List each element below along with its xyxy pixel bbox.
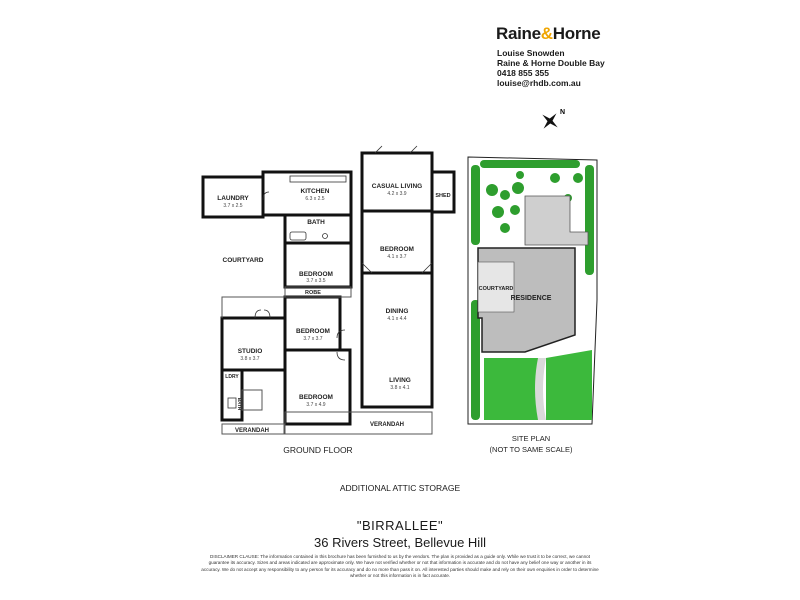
room-name-studio: STUDIO [238,348,263,355]
room-dims-laundry: 3.7 x 2.5 [223,203,242,209]
site-plan-caption: SITE PLAN [512,434,550,443]
shed-walls [430,170,456,214]
site-plan: RESIDENCE COURTYARD SITE PLAN (NOT TO SA… [467,156,598,454]
brand-part2: Horne [552,24,601,43]
room-dims-bedroom4: 3.7 x 4.9 [306,402,325,408]
bedroom4-walls [283,348,352,426]
room-dims-bedroom2: 3.7 x 3.5 [306,278,325,284]
property-name: "BIRRALLEE" [356,518,444,533]
site-courtyard-label: COURTYARD [479,286,514,292]
room-dims-dining: 4.1 x 4.4 [387,316,406,322]
room-name-kitchen: KITCHEN [301,188,330,195]
agent-name: Louise Snowden [497,48,565,58]
room-dims-studio: 3.8 x 3.7 [240,356,259,362]
brand-part1: Raine [496,24,541,43]
agent-contact: Louise Snowden Raine & Horne Double Bay … [497,48,605,88]
walls [201,151,456,426]
room-dims-bedroom3: 3.7 x 3.7 [303,336,322,342]
garden-trees [471,160,594,420]
room-name-bedroom2: BEDROOM [299,271,333,278]
fixtures [227,145,433,409]
bedroom1-walls [360,209,434,275]
residence-label: RESIDENCE [511,295,552,302]
dining-living-walls [360,271,434,409]
attic-note: ADDITIONAL ATTIC STORAGE [339,483,461,493]
courtyard-label: COURTYARD [223,257,264,264]
room-name-verandah2: VERANDAH [370,422,404,428]
agent-office: Raine & Horne Double Bay [497,58,605,68]
room-name-shed: SHED [435,193,450,199]
room-name-robe: ROBE [305,290,321,296]
brand-amp: & [540,24,553,43]
room-dims-kitchen: 6.3 x 2.5 [305,196,324,202]
room-dims-living: 3.8 x 4.1 [390,385,409,391]
north-label: N [560,109,565,116]
lawn-left [484,358,538,420]
property-address: 36 Rivers Street, Bellevue Hill [314,535,486,550]
room-name-bedroom1: BEDROOM [380,246,414,253]
bedroom3-walls [283,295,342,352]
room-name-bedroom3: BEDROOM [296,328,330,335]
room-name-bedroom4: BEDROOM [299,394,333,401]
room-name-verandah1: VERANDAH [235,428,269,434]
room-dims-casual-living: 4.2 x 3.9 [387,191,406,197]
lawn-right [546,350,592,420]
studio-walls [220,316,287,372]
room-name-casual-living: CASUAL LIVING [372,183,422,190]
brand-logo: Raine&Horne [496,24,601,44]
room-name-ldry: LDRY [225,374,239,380]
room-name-bath2: BATH [237,398,242,410]
agent-phone: 0418 855 355 [497,68,549,78]
room-name-laundry: LAUNDRY [217,195,249,202]
room-dims-bedroom1: 4.1 x 3.7 [387,254,406,260]
room-name-living: LIVING [389,377,411,384]
room-name-dining: DINING [386,308,409,315]
north-arrow-icon: N [542,109,565,129]
room-name-bath: BATH [307,219,325,226]
casual-living-walls [360,151,434,213]
site-plan-scale-note: (NOT TO SAME SCALE) [490,445,573,454]
ground-floor-plan: LAUNDRY 3.7 x 2.5 KITCHEN 6.3 x 2.5 BATH… [201,145,598,455]
agent-email: louise@rhdb.com.au [497,78,581,88]
ground-floor-caption: GROUND FLOOR [283,445,352,455]
disclaimer: DISCLAIMER CLAUSE: The information conta… [201,554,599,578]
